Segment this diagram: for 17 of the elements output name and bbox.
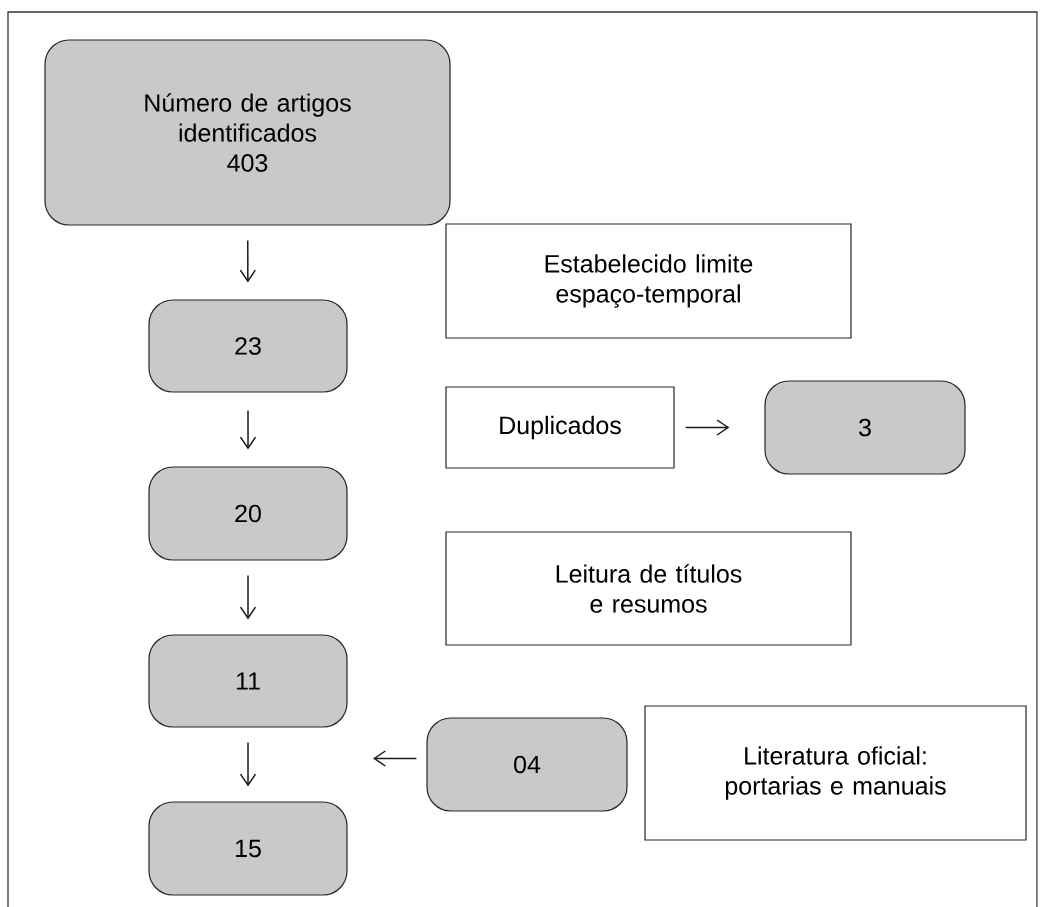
count-box: 3	[764, 380, 966, 475]
arrow	[373, 750, 418, 767]
arrow	[684, 419, 730, 436]
count-box: 11	[148, 634, 348, 728]
arrow	[239, 239, 257, 283]
count-box: 04	[426, 717, 628, 812]
count-box: 20	[148, 466, 348, 561]
count-box: 15	[148, 801, 348, 896]
step-box: Duplicados	[445, 386, 675, 469]
arrow	[239, 574, 257, 620]
arrow	[239, 741, 257, 787]
count-box: 23	[148, 299, 348, 393]
step-box: Literatura oficial: portarias e manuais	[644, 705, 1027, 841]
arrow	[239, 409, 257, 450]
step-box: Leitura de títulos e resumos	[445, 531, 852, 646]
step-box: Estabelecido limite espaço-temporal	[445, 223, 852, 339]
count-box: Número de artigos identificados 403	[44, 39, 451, 226]
